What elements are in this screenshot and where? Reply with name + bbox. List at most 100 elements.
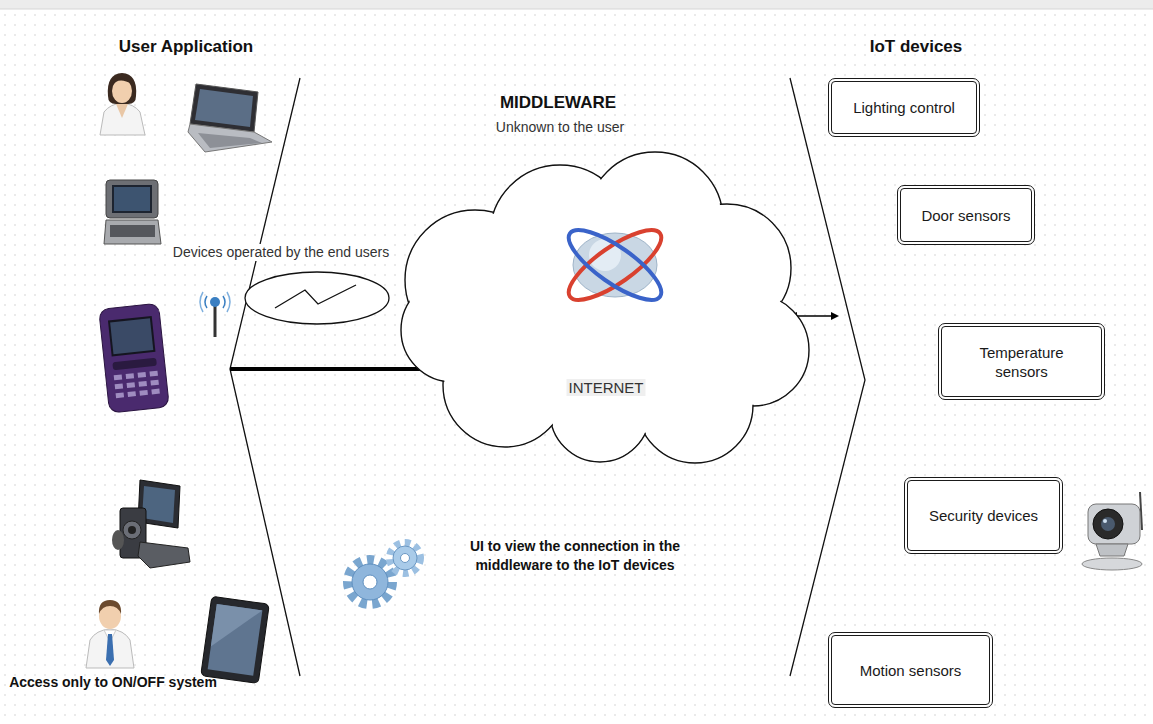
woman-icon-part xyxy=(108,73,136,104)
phone-icon-part-part xyxy=(126,373,134,379)
network-logo xyxy=(560,219,671,312)
device-box: Door sensors xyxy=(897,185,1035,245)
phone-icon-part-part xyxy=(139,381,147,387)
device-name: Motion sensors xyxy=(860,661,962,680)
cloud-fill xyxy=(402,153,808,462)
antenna-icon-part xyxy=(210,297,220,307)
cloud-shape xyxy=(395,150,815,465)
desktop-icon-part xyxy=(142,486,175,523)
device-box: Motion sensors xyxy=(828,632,993,708)
phone-icon-part xyxy=(99,303,170,413)
phone-icon-part-part xyxy=(128,391,136,397)
wireless-link xyxy=(245,272,389,324)
phone-icon-part-part xyxy=(127,382,135,388)
note-text: Access only to ON/OFF system xyxy=(8,673,218,692)
cloud-fill xyxy=(402,279,504,381)
top-bar-edge xyxy=(0,9,1153,10)
woman-icon-part xyxy=(112,79,132,103)
man-icon xyxy=(86,600,134,668)
desktop-icon-part xyxy=(138,542,190,568)
double-arrow-part xyxy=(795,315,833,317)
cloud-label: INTERNET xyxy=(567,379,646,396)
camera-icon-part xyxy=(1088,504,1140,544)
note-text: UI to view the connection in the middlew… xyxy=(440,537,710,575)
woman-icon xyxy=(100,73,145,135)
tablet-icon-part xyxy=(201,596,270,683)
device-name: Security devices xyxy=(929,506,1038,525)
note-text: Devices operated by the end users xyxy=(170,244,392,261)
tablet-icon xyxy=(201,596,270,683)
desktop-icon-part xyxy=(112,530,124,550)
netbook-icon-part xyxy=(112,185,152,213)
man-icon-part xyxy=(86,629,134,668)
device-box: Temperature sensors xyxy=(938,323,1105,400)
cloud-outline xyxy=(401,152,809,463)
internet-cloud: INTERNET xyxy=(395,150,815,465)
woman-icon-part xyxy=(112,78,132,86)
antenna-icon-part xyxy=(214,305,217,337)
desktop-icon-part xyxy=(128,526,136,534)
phone-icon xyxy=(99,303,170,413)
netbook-icon-part xyxy=(110,225,155,237)
gears-icon-part xyxy=(401,554,410,563)
phone-icon-part xyxy=(114,371,160,398)
woman-icon-part xyxy=(116,104,128,118)
phone-icon-part xyxy=(108,316,156,356)
wireless-link-part xyxy=(275,285,356,308)
phone-icon-part-part xyxy=(114,374,122,380)
phone-icon-part xyxy=(110,318,153,354)
device-name: Lighting control xyxy=(853,98,955,117)
netbook-icon-part xyxy=(104,220,161,244)
woman-icon-part xyxy=(100,103,145,135)
layer-title: MIDDLEWARE xyxy=(448,93,668,113)
camera-icon-part xyxy=(1101,517,1115,531)
tablet-icon-part xyxy=(208,604,263,676)
column-heading: User Application xyxy=(76,37,296,57)
man-icon-part xyxy=(106,634,114,666)
tablet-icon-part xyxy=(211,604,263,653)
man-icon-part xyxy=(99,600,121,614)
gears-icon-part xyxy=(363,575,377,589)
network-logo xyxy=(560,219,671,312)
desktop-icon-part xyxy=(123,521,141,539)
laptop-icon xyxy=(188,84,272,152)
camera-icon-part xyxy=(1082,558,1142,570)
phone-icon-part xyxy=(112,358,157,371)
gears-icon-part xyxy=(348,560,392,604)
antenna-icon-part xyxy=(205,296,225,308)
camera-icon-part xyxy=(1093,509,1123,539)
desktop-icon xyxy=(112,480,190,568)
device-box: Lighting control xyxy=(828,78,980,137)
phone-icon-part-part xyxy=(151,389,159,395)
camera-icon xyxy=(1082,492,1142,570)
netbook-icon-part xyxy=(106,180,158,218)
camera-icon-part xyxy=(1096,544,1128,556)
device-box: Security devices xyxy=(904,477,1063,554)
wireless-link-part xyxy=(245,272,389,324)
gears-icon xyxy=(348,543,420,604)
phone-icon-part-part xyxy=(115,383,123,389)
camera-icon-part xyxy=(1103,519,1107,523)
phone-icon-part-part xyxy=(150,380,158,386)
wired-link xyxy=(230,367,440,371)
cloud-fill xyxy=(491,206,709,424)
left-bracket xyxy=(230,78,300,676)
laptop-icon-part xyxy=(198,133,262,148)
netbook-icon xyxy=(104,180,161,244)
note-text: Unknown to the user xyxy=(450,119,670,136)
laptop-icon-part xyxy=(195,89,253,127)
netbook-icon-part xyxy=(114,187,150,211)
gears-icon-part xyxy=(352,564,388,600)
phone-icon-part-part xyxy=(139,390,147,396)
phone-icon-part-part xyxy=(138,372,146,378)
top-bar xyxy=(0,0,1153,9)
gears-icon-part xyxy=(390,543,420,573)
antenna-icon-part xyxy=(200,292,230,312)
phone-icon-part-part xyxy=(149,371,157,377)
phone-icon-part-part xyxy=(116,392,124,398)
device-name: Door sensors xyxy=(921,206,1010,225)
antenna-icon xyxy=(200,292,230,337)
laptop-icon-part xyxy=(188,124,272,152)
